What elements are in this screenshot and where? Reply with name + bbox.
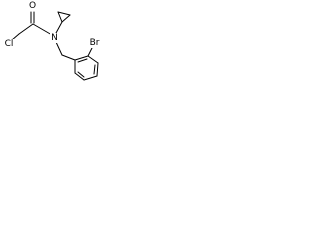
bond-ring-inner-3: [77, 71, 85, 78]
bond-ring-5: [74, 72, 85, 81]
bromine-label-bg: [87, 38, 102, 48]
bond-benzyl-ch2-ring: [61, 54, 76, 61]
bond-ring-br: [87, 47, 93, 57]
bonds: [11, 11, 99, 81]
nitrogen-label-bg: [50, 33, 59, 43]
bond-carbonyl-c-ch2: [18, 23, 34, 35]
bromine-label: Br: [90, 38, 100, 48]
bond-cyclopropyl-1: [57, 11, 63, 23]
bond-cyclopropyl-3: [61, 14, 71, 23]
atom-labels: O N Cl Br: [2, 1, 102, 49]
nitrogen-label: N: [51, 33, 58, 43]
chlorine-label: Cl: [5, 39, 14, 49]
bond-ring-4: [83, 75, 98, 81]
bond-n-cyclopropyl: [55, 21, 63, 34]
bond-ring-3: [96, 62, 99, 77]
bond-ring-2: [87, 55, 99, 64]
bond-ring-1: [74, 55, 89, 61]
bond-cyclopropyl-2: [57, 11, 71, 16]
oxygen-label: O: [29, 1, 36, 11]
bond-carbonyl-c-n: [32, 23, 53, 36]
oxygen-label-bg: [28, 1, 37, 11]
chemical-structure-diagram: O N Cl Br: [2, 1, 102, 81]
bond-n-benzyl-ch2: [55, 41, 63, 56]
bond-ring-inner-2: [93, 64, 96, 75]
bond-ring-inner-1: [77, 58, 88, 63]
chlorine-label-bg: [2, 39, 16, 49]
